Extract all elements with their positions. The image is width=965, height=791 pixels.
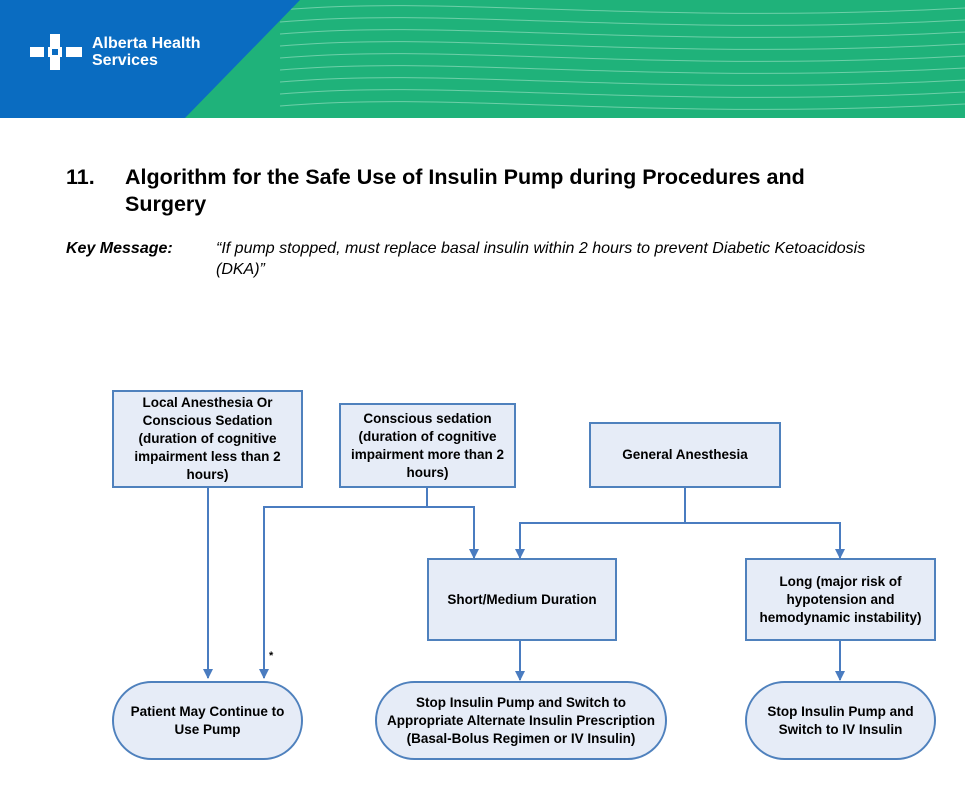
ahs-logo-text: Alberta Health Services — [92, 35, 200, 69]
section-title: Algorithm for the Safe Use of Insulin Pu… — [125, 165, 805, 216]
ahs-logo: Alberta Health Services — [30, 34, 200, 70]
node-short-medium-duration: Short/Medium Duration — [427, 558, 617, 641]
key-message-label: Key Message: — [66, 240, 173, 257]
node-local-anesthesia: Local Anesthesia Or Conscious Sedation (… — [112, 390, 303, 488]
footnote-marker: * — [269, 650, 274, 662]
node-general-anesthesia: General Anesthesia — [589, 422, 781, 488]
node-stop-switch-iv: Stop Insulin Pump and Switch to IV Insul… — [745, 681, 936, 760]
connector-general-to-long — [685, 522, 845, 559]
org-name-line2: Services — [92, 52, 158, 69]
ahs-logo-mark-icon — [30, 34, 82, 70]
section-number: 11. — [66, 165, 95, 189]
node-long-duration: Long (major risk of hypotension and hemo… — [745, 558, 936, 641]
header-banner: Alberta Health Services — [0, 0, 965, 118]
node-conscious-sedation: Conscious sedation (duration of cognitiv… — [339, 403, 516, 488]
connector-sedation-to-short — [427, 506, 479, 559]
connector-sedation-split — [259, 488, 428, 679]
org-name-line1: Alberta Health — [92, 35, 201, 52]
node-continue-pump: Patient May Continue to Use Pump — [112, 681, 303, 760]
node-stop-switch-alternate: Stop Insulin Pump and Switch to Appropri… — [375, 681, 667, 760]
banner-background — [0, 0, 965, 118]
key-message-text: “If pump stopped, must replace basal ins… — [216, 240, 866, 278]
connector-general-split — [515, 488, 686, 559]
